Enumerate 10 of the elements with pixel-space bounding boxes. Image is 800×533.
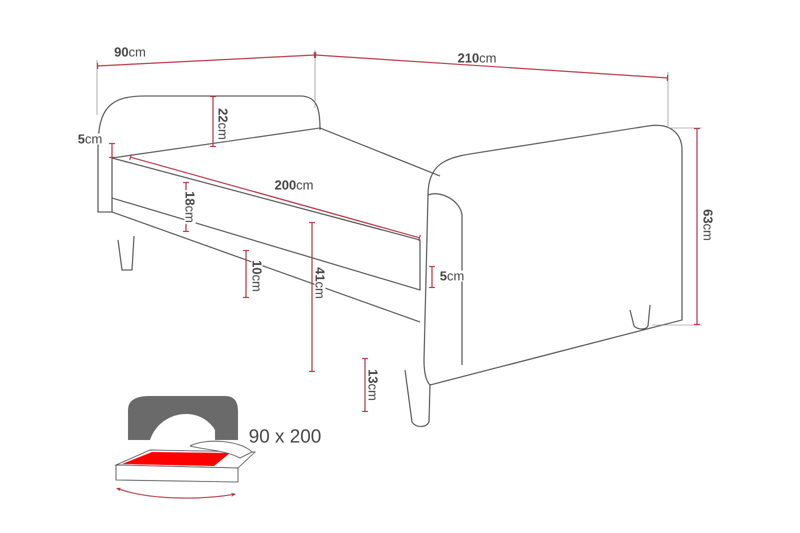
dimension-label: 13cm (367, 368, 379, 402)
dimension-label: 22cm (217, 107, 229, 141)
dimension-label: 10cm (251, 259, 263, 293)
dimension-label: 63cm (702, 208, 714, 242)
dimension-label: 41cm (314, 266, 326, 300)
dimension-label: 200cm (274, 179, 314, 191)
dimension-label: 90 x 200 (248, 428, 322, 444)
dimension-label: 18cm (184, 190, 196, 224)
dimension-label: 90cm (113, 46, 147, 58)
dimension-label: 210cm (456, 52, 498, 64)
